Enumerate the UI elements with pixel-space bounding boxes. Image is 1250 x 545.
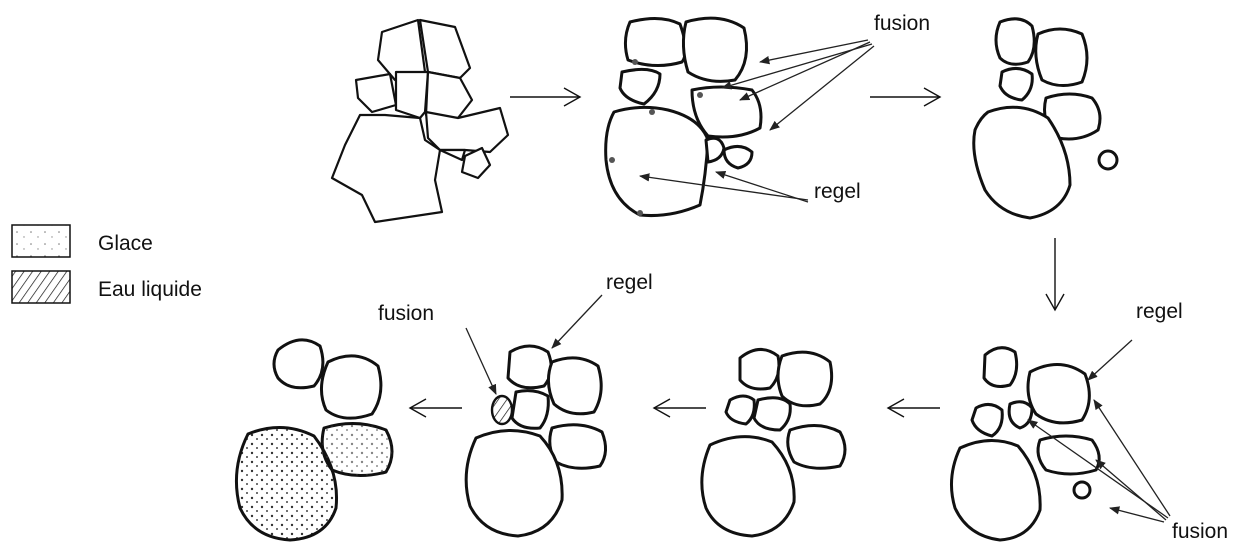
stage-7-final-grains (234, 338, 394, 542)
grain (604, 105, 710, 217)
grain (738, 348, 781, 391)
fusion-label-top: fusion (874, 12, 930, 35)
flow-arrow-4 (886, 398, 940, 418)
grain (1034, 27, 1089, 87)
grain (1072, 480, 1092, 500)
legend-ice-swatch (11, 224, 71, 258)
fusion-pointers-stage-4 (1027, 399, 1171, 523)
legend: Glace Eau liquide (11, 224, 202, 304)
grain (704, 136, 726, 164)
grain (949, 439, 1042, 542)
grain (1097, 149, 1119, 171)
grain (547, 356, 603, 416)
grain (1007, 400, 1034, 430)
grain (510, 389, 550, 430)
grain (776, 350, 834, 408)
grain (972, 105, 1072, 220)
grain (724, 394, 756, 426)
stage-2-rounding-grains (604, 16, 763, 217)
regel-label-top: regel (814, 180, 861, 203)
regel-pointer-stage-6 (551, 294, 603, 349)
grain (722, 145, 754, 170)
grain (1026, 363, 1091, 425)
grain (1036, 434, 1101, 476)
legend-water-swatch (11, 270, 71, 304)
grain (330, 113, 444, 224)
flow-arrow-3 (1045, 238, 1065, 312)
grain (752, 396, 792, 432)
regel-pointer-stage-4 (1087, 339, 1133, 381)
stage-3-rounded-grains (972, 17, 1119, 220)
grain (970, 403, 1004, 438)
grain (998, 67, 1034, 102)
grain (418, 18, 472, 80)
grain (394, 70, 430, 120)
grain (320, 354, 383, 420)
stage-4-grains (949, 346, 1101, 542)
regel-label-bottom-mid: regel (606, 271, 653, 294)
flow-arrow-6 (408, 398, 462, 418)
legend-ice-label: Glace (98, 232, 153, 255)
fusion-pointer-stage-6 (465, 327, 497, 395)
flow-arrow-1 (510, 87, 582, 107)
regel-label-right: regel (1136, 300, 1183, 323)
fusion-pointers-stage-2 (721, 39, 875, 131)
fusion-label-bottom-mid: fusion (378, 302, 434, 325)
grain (994, 17, 1036, 66)
flow-arrow-5 (652, 398, 706, 418)
grain (354, 72, 398, 114)
grain (424, 70, 474, 120)
grain (424, 106, 510, 154)
stage-5-grains (700, 348, 847, 538)
grain (272, 338, 325, 390)
grain (234, 425, 339, 542)
grain (548, 423, 607, 470)
grain (464, 428, 564, 538)
stage-1-angular-grains (330, 18, 510, 224)
grain (982, 346, 1019, 388)
grain (700, 435, 796, 538)
grain (681, 16, 748, 83)
grain (623, 17, 687, 67)
grain (438, 148, 467, 162)
grain (460, 146, 492, 180)
legend-water-label: Eau liquide (98, 278, 202, 301)
stage-6-grains (464, 344, 607, 538)
grain (618, 67, 662, 106)
fusion-label-bottom-right: fusion (1172, 520, 1228, 543)
flow-arrow-2 (870, 87, 942, 107)
liquid-water-grain (490, 394, 514, 426)
grain (506, 344, 553, 390)
grain (786, 424, 847, 470)
regel-pointers-stage-2 (638, 170, 809, 203)
